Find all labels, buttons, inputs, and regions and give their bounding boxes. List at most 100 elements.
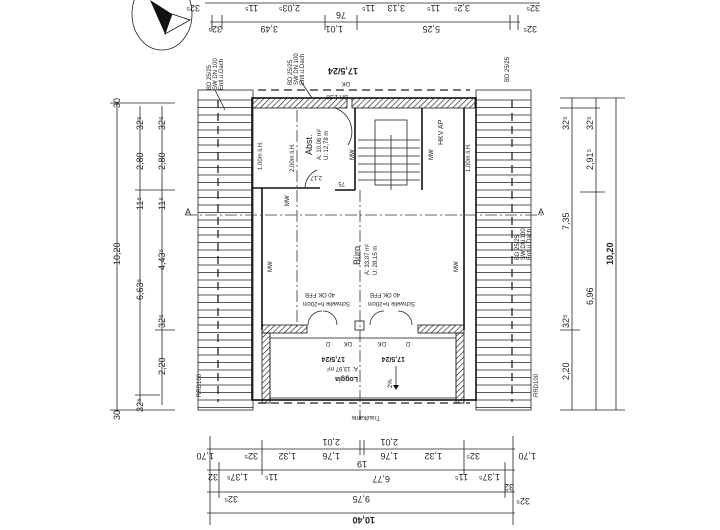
clear-height-left: 1,00m li.H.: [258, 141, 264, 170]
clear-height-mid: 2,00m li.H.: [290, 143, 296, 172]
dim-top-2: 3,49: [260, 24, 278, 34]
dim-right-in-1: 32⁵: [561, 116, 571, 130]
bd-right-lower-3: Entl.ü.Dach: [527, 229, 533, 260]
dim-bottom-2-5: 11⁵: [455, 472, 468, 482]
dim-left-mid-5: 32⁵: [135, 398, 145, 412]
dim-bottom-1-11: 1,70: [518, 451, 536, 461]
dim-bottom-2-4: 6,77: [372, 474, 390, 484]
dim-top-partial-7: 3,2⁵: [453, 3, 470, 13]
room-buero-perimeter: U: 28,15 m: [373, 246, 379, 275]
room-buero-area: A: 33,07 m²: [365, 244, 371, 275]
dim-bottom-1-6: 19: [357, 459, 367, 469]
bd-mid-2: SW DN 100: [294, 53, 300, 85]
dim-bottom-2-7: 32: [504, 482, 514, 492]
loggia-dk-left: DK: [344, 340, 352, 346]
staircase: [358, 119, 420, 190]
dim-right-mid-3: 6,96: [585, 287, 595, 305]
bd-left-3: Entl.ü.Dach: [219, 59, 225, 90]
dim-top-6: 32⁵: [523, 24, 537, 34]
dim-bottom-2-1: 32: [208, 472, 218, 482]
door-left-ok: 40 OK FFB: [305, 291, 335, 297]
room-buero-name: Büro: [352, 246, 362, 265]
section-mark-left: A: [185, 207, 191, 217]
bottom-dimension-lines: [207, 436, 515, 525]
bd-right-lower-1: BD 25/25: [515, 234, 521, 260]
loggia-stair-right: 17,5/24: [382, 355, 405, 362]
room-abst-area: A: 10,06 m²: [317, 129, 323, 160]
dim-top-partial-8: 32⁵: [526, 3, 540, 13]
loggia-d-right: D: [405, 340, 410, 346]
loggia-stair-left: 17,5/24: [322, 355, 345, 362]
roof-sections: [197, 89, 532, 411]
downpipe-right: RRD100: [534, 373, 540, 397]
mw-label-3: MW: [285, 195, 291, 206]
dim-bottom-1-9: 1,32: [424, 451, 442, 461]
room-loggia-area: A: 13,97 m²: [327, 365, 358, 371]
room-abst-perimeter: U: 12,78 m: [324, 131, 330, 160]
dim-right-mid-1: 32⁵: [585, 116, 595, 130]
bd-mid-3: Entl.ü.Dach: [300, 54, 306, 85]
dim-left-in-1: 32⁵: [157, 116, 167, 130]
walls: [251, 97, 477, 404]
room-abst-name: Abst.: [304, 134, 314, 155]
dim-right-in-4: 2,20: [561, 362, 571, 380]
bh-label: BH 1,38: [326, 93, 348, 99]
dim-top-partial-5: 3,13: [387, 3, 405, 13]
bd-mid-1: BD 25/25: [288, 59, 294, 85]
doors: [304, 107, 413, 331]
right-dimension-lines: [560, 97, 625, 411]
dim-top-4: 76: [336, 10, 346, 20]
dim-bottom-1-3: 1,32: [278, 451, 296, 461]
dim-top-5: 5,25: [422, 24, 440, 34]
dim-top-partial-3: 2,03⁵: [278, 3, 300, 13]
dim-left-in-5: 32⁵: [157, 314, 167, 328]
slope-arrow-icon: [393, 366, 399, 390]
dim-bottom-1-8: 1,76: [380, 451, 398, 461]
top-dimension-lines: 32⁵ 11⁵ 2,03⁵ 11⁵ 3,13 11⁵ 3,2⁵ 32⁵ 32⁵ …: [186, 2, 540, 34]
mw-label-2: MW: [429, 149, 435, 160]
dim-left-in-2: 2,80: [157, 152, 167, 170]
dim-top-partial-1: 32⁵: [186, 3, 200, 13]
dim-top-partial-4: 11⁵: [362, 3, 375, 13]
dim-top-3: 1,01: [325, 24, 343, 34]
door-left-sill: Schwelle h=20cm: [303, 300, 350, 306]
dim-bottom-3-1: 32⁵: [224, 494, 238, 504]
dim-bottom-1-1: 1,70: [196, 451, 214, 461]
dim-left-in-3: 11⁵: [157, 197, 167, 210]
door-dim-2: 75: [338, 180, 345, 186]
dim-left-mid-4: 6,63⁵: [135, 278, 145, 300]
loggia-dk-right: DK: [378, 340, 386, 346]
dim-left-in-6: 2,20: [157, 357, 167, 375]
dim-bottom-1-10: 32⁵: [466, 451, 480, 461]
dim-bottom-2-2: 1,37⁵: [226, 472, 248, 482]
left-dimension-lines: [110, 102, 175, 412]
section-mark-right: A: [538, 207, 544, 217]
clear-height-right: 1,00m li.H.: [466, 143, 472, 172]
dim-left-in-4: 4,43⁵: [157, 248, 167, 270]
dim-right-mid-2: 2,91⁵: [585, 148, 595, 170]
room-loggia-name: Loggia: [335, 375, 358, 382]
mw-label-5: MW: [454, 261, 460, 272]
dim-left-mid-2: 2,80: [135, 152, 145, 170]
dim-left-outer-3: 30: [112, 410, 122, 420]
dim-left-mid-3: 11⁵: [135, 197, 145, 210]
dim-bottom-3-2: 9,75: [352, 494, 370, 504]
bd-left-1: BD 25/25: [207, 64, 213, 90]
bd-right: BD 25/25: [505, 56, 511, 82]
bd-right-lower-2: SW DN 100: [521, 228, 527, 260]
dim-bottom-1-4: 1,76: [322, 451, 340, 461]
dim-bottom-total: 10,40: [352, 515, 375, 525]
bd-left-2: SW DN 100: [213, 58, 219, 90]
slope-label: 2%: [388, 379, 394, 388]
dim-top-partial-6: 11⁵: [427, 3, 440, 13]
downpipe-left: RRD100: [197, 373, 203, 397]
hkv-label: HKV AP: [438, 119, 445, 145]
dim-right-outer: 10,20: [605, 242, 615, 265]
dim-bottom-2-3: 11⁵: [265, 472, 278, 482]
north-arrow-icon: [131, 0, 193, 51]
door-right-ok: 40 OK FFB: [370, 291, 400, 297]
dim-right-in-2: 7,35: [561, 212, 571, 230]
mw-label-4: MW: [268, 261, 274, 272]
dim-left-mid-1: 32⁵: [135, 116, 145, 130]
